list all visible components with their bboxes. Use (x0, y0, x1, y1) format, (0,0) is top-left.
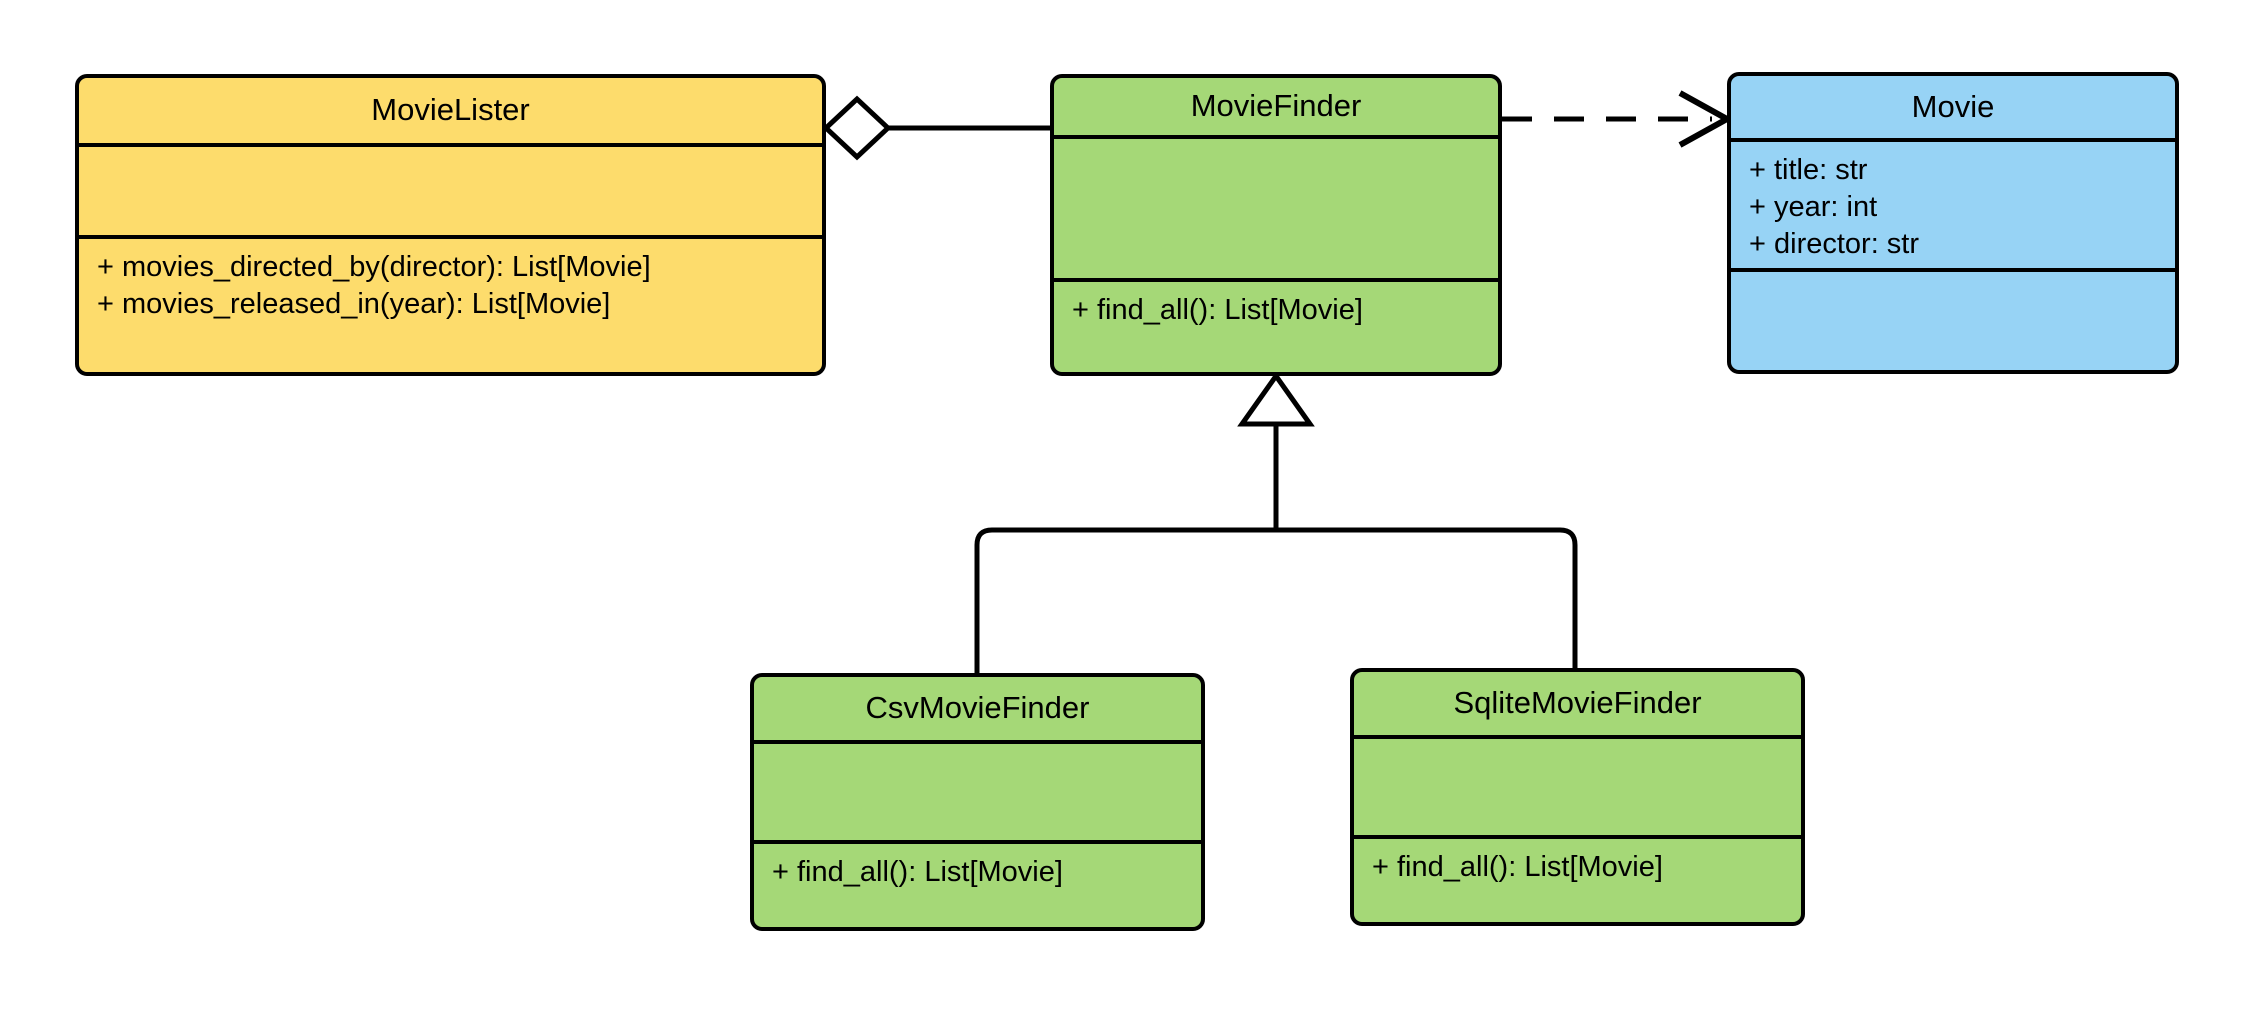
attribute-item: + title: str (1749, 154, 1868, 186)
attribute-item: + director: str (1749, 227, 1920, 260)
attributes-compartment (1354, 735, 1801, 835)
attributes-compartment: + title: str + year: int + director: str (1731, 138, 2175, 268)
class-box-sqlite-movie-finder[interactable]: SqliteMovieFinder + find_all(): List[Mov… (1350, 668, 1805, 926)
class-box-csv-movie-finder[interactable]: CsvMovieFinder + find_all(): List[Movie] (750, 673, 1205, 931)
class-box-movie-lister[interactable]: MovieLister + movies_directed_by(directo… (75, 74, 826, 376)
class-name-label: Movie (1911, 88, 1995, 124)
generalization-branch-bar (974, 527, 1578, 673)
method-item: + find_all(): List[Movie] (1372, 851, 1663, 883)
class-name-label: SqliteMovieFinder (1453, 685, 1702, 721)
methods-compartment: + find_all(): List[Movie] (1054, 278, 1498, 372)
methods-compartment: + find_all(): List[Movie] (754, 840, 1201, 927)
methods-compartment: + find_all(): List[Movie] (1354, 835, 1801, 922)
class-name-compartment: MovieLister (79, 78, 822, 143)
class-name-label: MovieFinder (1190, 88, 1362, 124)
methods-compartment: + movies_directed_by(director): List[Mov… (79, 235, 822, 368)
class-name-compartment: SqliteMovieFinder (1354, 672, 1801, 735)
class-box-movie-finder[interactable]: MovieFinder + find_all(): List[Movie] (1050, 74, 1502, 376)
class-name-compartment: Movie (1731, 76, 2175, 138)
method-item: + movies_released_in(year): List[Movie] (97, 287, 611, 320)
class-name-label: CsvMovieFinder (865, 690, 1090, 726)
attribute-item: + year: int (1749, 190, 1878, 223)
attributes-compartment (754, 740, 1201, 840)
method-item: + find_all(): List[Movie] (772, 856, 1063, 888)
attributes-compartment (1054, 135, 1498, 278)
dependency-moviefinder-movie (1502, 90, 1734, 148)
class-name-label: MovieLister (371, 92, 530, 128)
class-name-compartment: CsvMovieFinder (754, 677, 1201, 740)
class-name-compartment: MovieFinder (1054, 78, 1498, 135)
class-box-movie[interactable]: Movie + title: str + year: int + directo… (1727, 72, 2179, 374)
methods-compartment (1731, 268, 2175, 370)
method-item: + find_all(): List[Movie] (1072, 294, 1363, 326)
method-item: + movies_directed_by(director): List[Mov… (97, 251, 651, 283)
attributes-compartment (79, 143, 822, 235)
hollow-diamond-icon (822, 95, 892, 161)
generalization-tree (974, 371, 1578, 673)
hollow-triangle-icon (1237, 371, 1315, 427)
aggregation-movielister-moviefinder (822, 95, 1050, 161)
